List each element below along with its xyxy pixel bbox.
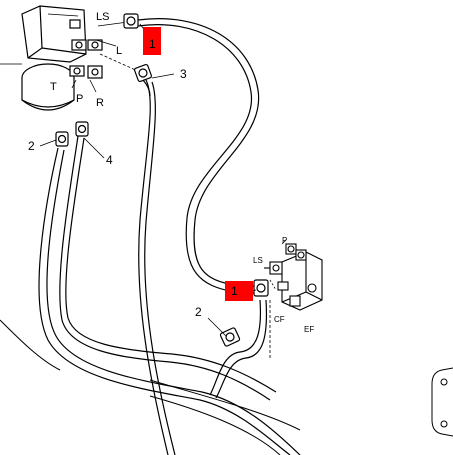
fitting-4 bbox=[75, 121, 89, 137]
port-label-l: L bbox=[116, 45, 122, 57]
hose-2b-outer bbox=[209, 299, 262, 396]
fitting-valve-1 bbox=[253, 279, 269, 297]
fitting-ls-top bbox=[123, 13, 139, 29]
callout-4: 4 bbox=[106, 153, 113, 167]
valve-port-label-ef: EF bbox=[304, 325, 314, 334]
valve-port-label-ls: LS bbox=[253, 256, 263, 265]
port-label-p: P bbox=[76, 93, 83, 105]
fitting-2-bottom bbox=[219, 327, 241, 347]
callout-1-valve: 1 bbox=[231, 284, 238, 298]
hose-4-inner bbox=[65, 137, 277, 393]
steering-unit bbox=[0, 5, 141, 111]
callout-leaders bbox=[39, 23, 257, 337]
highlight-item-1-top: 1 bbox=[143, 27, 161, 55]
control-valve bbox=[264, 239, 323, 360]
port-label-ls: LS bbox=[96, 11, 109, 23]
hoses bbox=[0, 18, 301, 455]
callout-2-bottom: 2 bbox=[195, 305, 202, 319]
hose-2-inner bbox=[46, 149, 301, 455]
valve-port-label-p: P bbox=[282, 236, 287, 245]
fittings bbox=[55, 13, 269, 347]
hose-4-outer bbox=[59, 135, 271, 401]
valve-port-label-cf: CF bbox=[274, 315, 285, 324]
highlight-item-1-valve: 1 bbox=[225, 281, 253, 301]
hose-1-outer bbox=[137, 18, 261, 287]
callout-1-top: 1 bbox=[149, 37, 156, 51]
fitting-3 bbox=[133, 63, 153, 97]
hose-1-inner bbox=[137, 24, 261, 294]
hose-3-inner bbox=[144, 81, 176, 455]
bracket-partial bbox=[431, 367, 453, 437]
callout-3: 3 bbox=[180, 67, 187, 81]
callout-2-left: 2 bbox=[28, 139, 35, 153]
hose-2b-inner bbox=[215, 299, 268, 399]
port-label-t: T bbox=[50, 81, 57, 93]
fitting-2-left bbox=[55, 131, 69, 147]
hose-2-outer bbox=[38, 147, 291, 455]
port-label-r: R bbox=[96, 97, 104, 109]
hose-3-outer bbox=[138, 79, 169, 455]
